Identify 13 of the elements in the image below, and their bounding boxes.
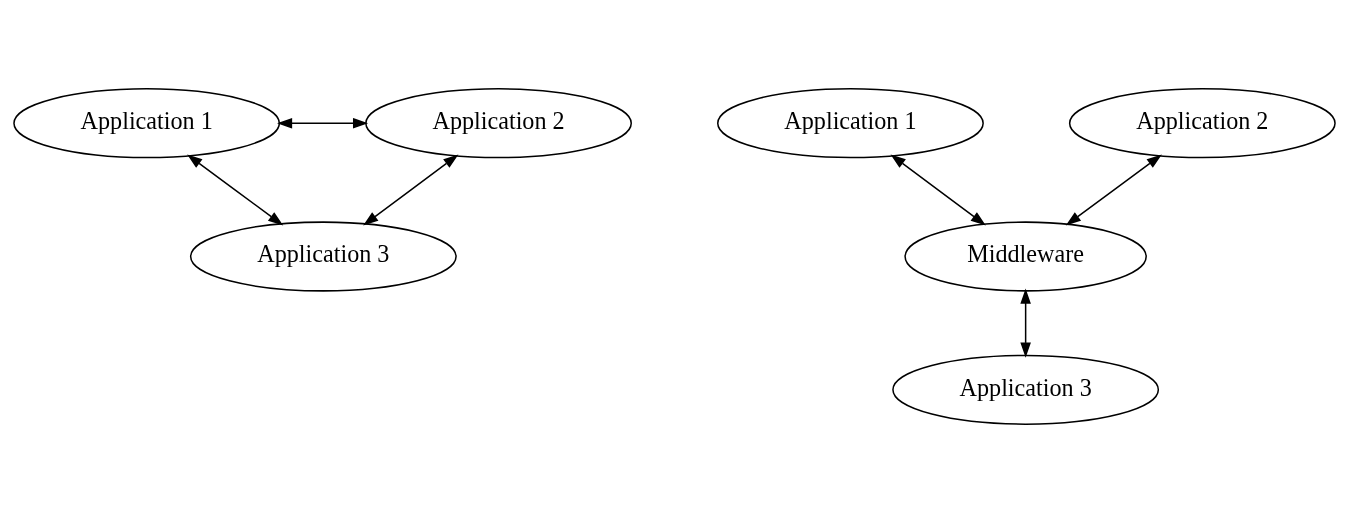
arrow	[1065, 154, 1162, 226]
node-ellipse: Application 3	[892, 354, 1160, 425]
arrow	[277, 117, 369, 129]
arrow	[1020, 288, 1031, 358]
arrow	[363, 154, 459, 226]
arrow	[187, 154, 284, 226]
node-ellipse: Application 2	[365, 88, 632, 159]
node-ellipse: Middleware	[904, 221, 1147, 292]
arrow	[890, 154, 986, 226]
node-ellipse: Application 1	[13, 88, 281, 159]
node-ellipse: Application 2	[1068, 88, 1336, 159]
node-ellipse: Application 1	[717, 88, 984, 159]
node-ellipse: Application 3	[189, 221, 457, 292]
